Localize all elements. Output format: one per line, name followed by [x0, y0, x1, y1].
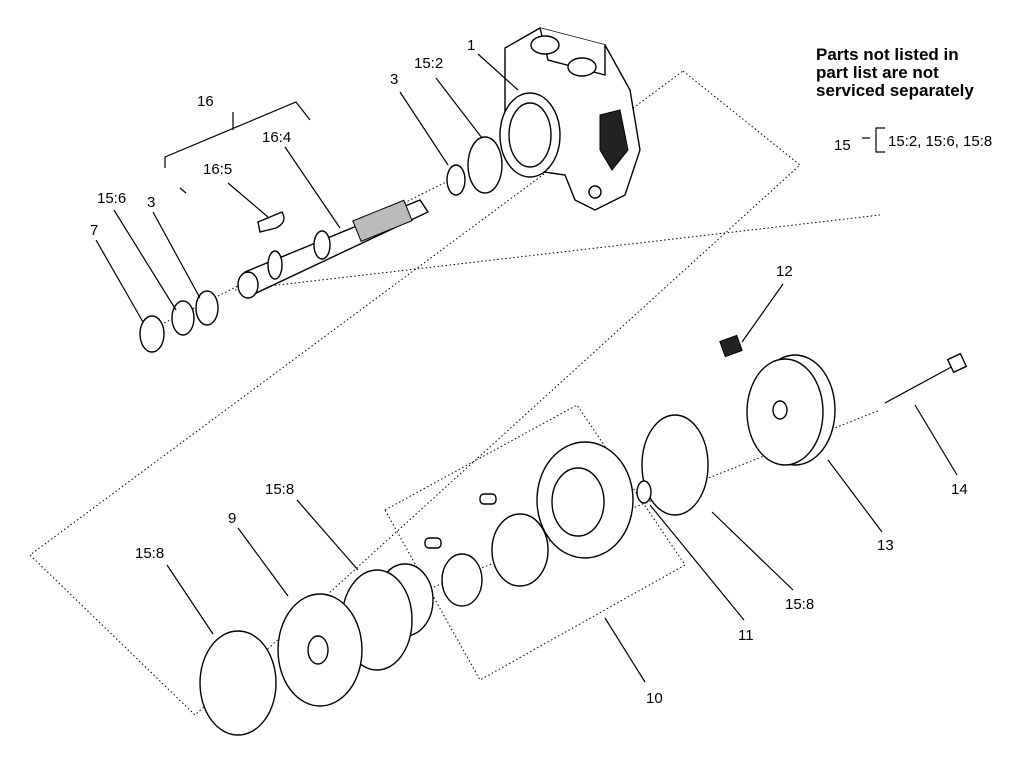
shaft-part — [237, 199, 430, 299]
leader-lines — [95, 53, 958, 683]
callout-10: 10 — [646, 690, 663, 707]
callout-16-4: 16:4 — [262, 129, 291, 146]
callout-15-8-mid: 15:8 — [265, 481, 294, 498]
small-ring-part — [636, 480, 652, 504]
service-note-line-1: Parts not listed in — [816, 45, 959, 64]
callout-11: 11 — [738, 627, 754, 644]
service-note-line-3: serviced separately — [816, 81, 974, 100]
plug-part — [719, 334, 743, 358]
callout-15-8-left: 15:8 — [135, 545, 164, 562]
gerotor-set — [424, 441, 634, 607]
key-part — [257, 211, 285, 233]
callout-14: 14 — [951, 481, 968, 498]
callout-12: 12 — [776, 263, 793, 280]
service-note: Parts not listed in part list are not se… — [816, 46, 1026, 100]
callout-3-top: 3 — [390, 71, 398, 88]
seal-rings-left — [139, 290, 219, 353]
callout-16-5: 16:5 — [203, 161, 232, 178]
seal-ring-left — [199, 630, 277, 736]
seal-rings-top — [446, 136, 503, 196]
port-plate-part — [277, 593, 363, 707]
callout-1: 1 — [467, 37, 475, 54]
callout-9: 9 — [228, 510, 236, 527]
bracket-items: 15:2, 15:6, 15:8 — [888, 133, 992, 150]
callout-7: 7 — [90, 222, 98, 239]
housing-part — [499, 27, 641, 211]
bolt-part — [884, 352, 968, 404]
callout-labels: 1 15:2 3 16 16:4 16:5 15:6 3 7 12 14 13 … — [90, 37, 992, 707]
seal-ring-right — [641, 414, 709, 516]
service-note-line-2: part list are not — [816, 63, 939, 82]
callout-15-6: 15:6 — [97, 190, 126, 207]
end-cap-part — [746, 354, 836, 466]
callout-16: 16 — [197, 93, 214, 110]
callout-13: 13 — [877, 537, 894, 554]
bracket-number: 15 — [834, 137, 851, 154]
callout-3-left: 3 — [147, 194, 155, 211]
callout-15-2: 15:2 — [414, 55, 443, 72]
callout-15-8-right: 15:8 — [785, 596, 814, 613]
